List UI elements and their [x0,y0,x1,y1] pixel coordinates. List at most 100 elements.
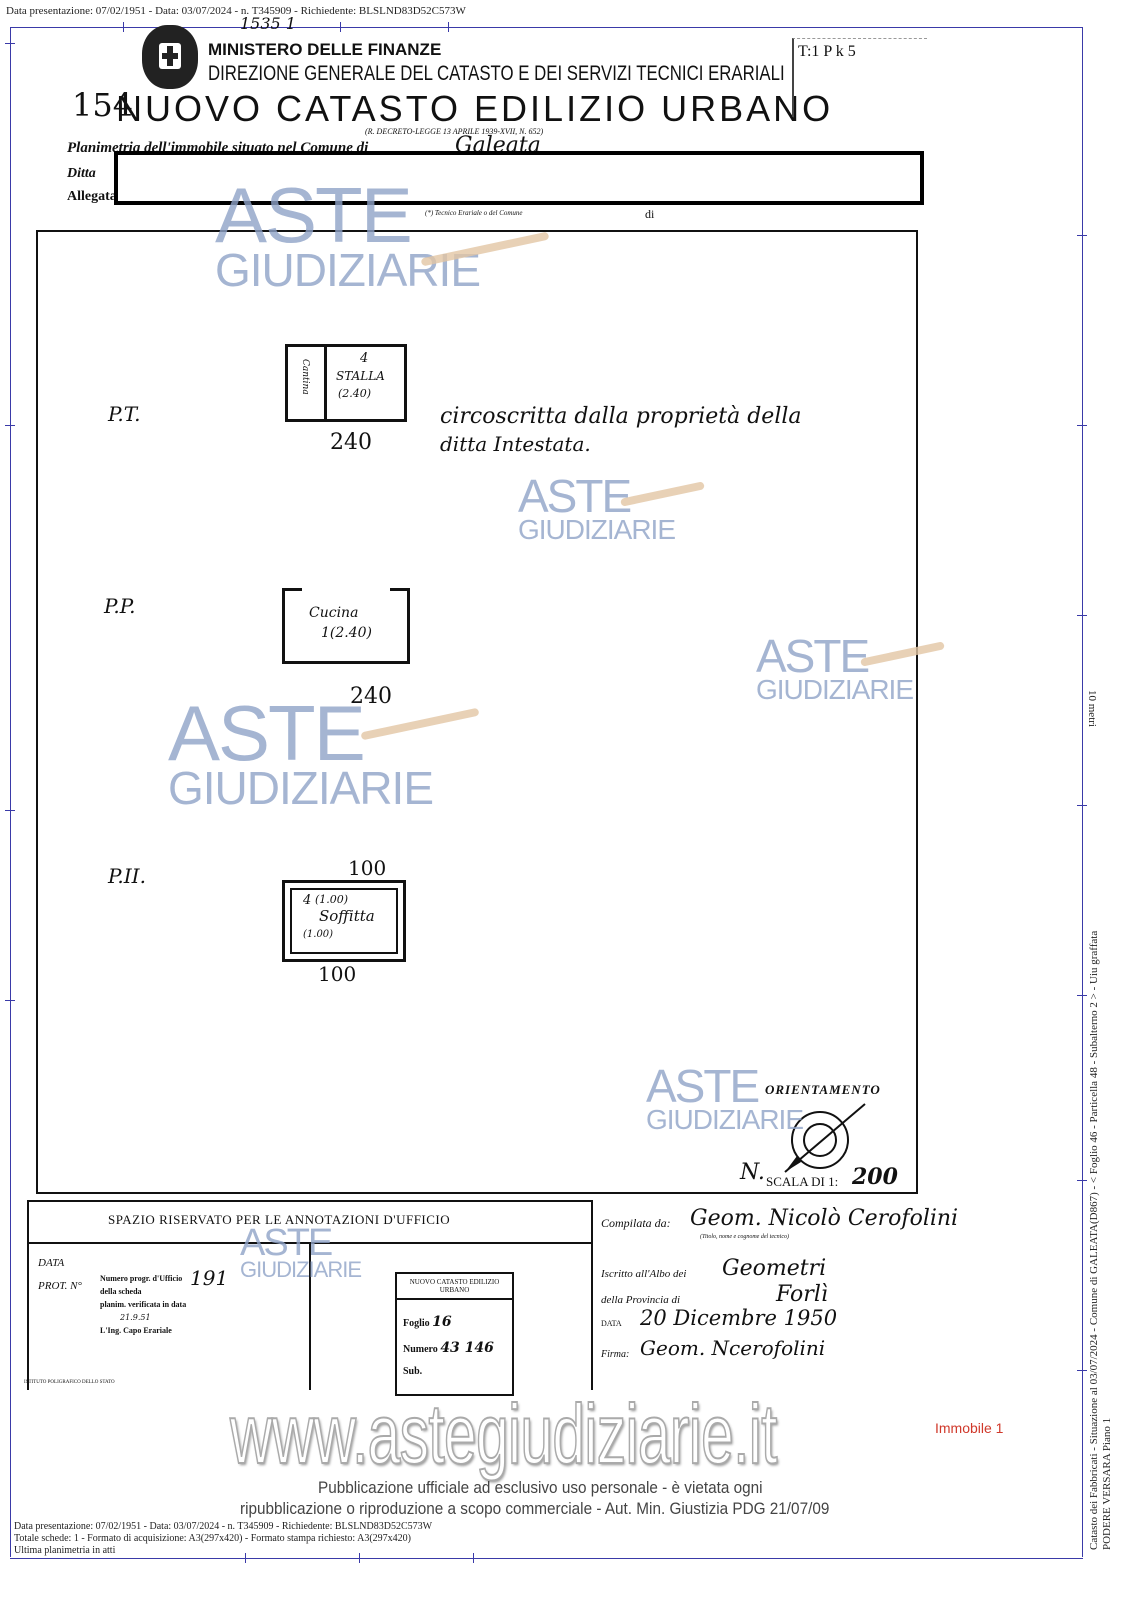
office-stamp: Numero progr. d'Ufficio della scheda pla… [100,1272,300,1337]
notice-line1: Pubblicazione ufficiale ad esclusivo uso… [318,1478,763,1497]
numero-label: Numero [403,1344,438,1355]
frame-tick [5,43,15,44]
note-line2: ditta Intestata. [440,432,591,456]
dim-pp: 240 [350,684,392,709]
box-header: NUOVO CATASTO EDILIZIO URBANO [397,1274,512,1300]
room-height: (1.00) [303,929,334,940]
room-height: 1(2.40) [321,625,373,641]
stamp-box: T:1 P k 5 [792,38,927,117]
floor-label-pp: P.P. [104,594,136,618]
frame-bottom-line [10,1558,1083,1559]
data-label: DATA [601,1319,622,1328]
frame-top-line [10,27,1083,28]
room-cantina: Cantina [300,359,310,395]
frame-tick [1077,805,1087,806]
notice-line2: ripubblicazione o riproduzione a scopo c… [240,1499,830,1518]
compilata-note: (Titolo, nome e cognome del tecnico) [700,1234,789,1240]
floor-label-p2: P.II. [108,864,146,888]
frame-tick [5,810,15,811]
frame-tick [5,425,15,426]
frame-tick [359,1553,360,1563]
room-pp: Cucina 1(2.40) [282,588,410,664]
cadastre-stamp-box: NUOVO CATASTO EDILIZIO URBANO Foglio 16 … [395,1272,514,1396]
firma-value: Geom. Ncerofolini [640,1336,826,1360]
foglio-label: Foglio [403,1318,430,1329]
frame-tick [448,22,449,32]
stamp-line: L'Ing. Capo Erariale [100,1326,172,1335]
foglio-value: 16 [432,1314,452,1330]
room-cucina: Cucina [309,605,359,621]
field-allegata: Allegata [67,189,117,204]
handwritten-number: 1535 1 [240,14,296,33]
data-value: 20 Dicembre 1950 [640,1306,838,1330]
stamp-line: Numero progr. d'Ufficio [100,1274,183,1283]
provincia-value: Forlì [776,1282,828,1307]
room-stalla: Stalla [336,369,385,383]
albo-label: Iscritto all'Albo dei [601,1268,687,1280]
room-soffitta: Soffitta [319,907,375,925]
di-label: di [645,207,655,221]
office-data: DATA [38,1257,65,1269]
scale-marker: 10 metri [1086,690,1098,727]
field-ditta: Ditta [67,166,96,181]
side-text-1: Catasto dei Fabbricati - Situazione al 0… [1088,930,1100,1550]
watermark-site: www.astegiudiziarie.it [229,1387,778,1481]
frame-tick [123,22,124,32]
frame-right-line [1082,27,1083,1557]
meta-bottom-2: Totale schede: 1 - Formato di acquisizio… [14,1533,411,1544]
room-height: (2.40) [338,387,372,400]
plan-frame [36,230,918,1194]
office-prot: PROT. N° [38,1280,82,1292]
side-text-2: PODERE VERSARA Piano 1 [1101,1417,1113,1550]
immobile-label: Immobile 1 [935,1420,1004,1436]
office-box [27,1200,593,1390]
stamp-line: planim. verificata in data [100,1300,187,1309]
ministry-title: MINISTERO DELLE FINANZE [208,40,442,59]
provincia-label: della Provincia di [601,1294,681,1306]
scale-label: SCALA DI 1: [766,1174,839,1189]
dim-p2-bottom: 100 [318,962,357,986]
compilata-value: Geom. Nicolò Cerofolini [690,1206,959,1231]
frame-tick [1077,1370,1087,1371]
meta-top: Data presentazione: 07/02/1951 - Data: 0… [6,5,466,17]
stamp-text: T:1 P k 5 [798,43,856,60]
frame-tick [245,1553,246,1563]
albo-value: Geometri [722,1256,827,1281]
room-number: 4 [303,893,312,908]
frame-tick [1077,235,1087,236]
dim-pt: 240 [330,430,372,455]
orientation-label: ORIENTAMENTO [765,1082,881,1097]
footnote: (*) Tecnico Erariale o del Comune [425,209,523,217]
main-title: NUOVO CATASTO EDILIZIO URBANO [116,88,834,129]
note-line1: circoscritta dalla proprietà della [440,404,802,429]
room-pt: Cantina 4 Stalla (2.40) [285,344,407,422]
frame-tick [1077,615,1087,616]
stamp-line: 21.9.51 [120,1313,151,1322]
north-label: N. [740,1160,765,1185]
meta-bottom-1: Data presentazione: 07/02/1951 - Data: 0… [14,1521,433,1532]
decree: (R. DECRETO-LEGGE 13 APRILE 1939-XVII, N… [365,127,544,136]
frame-tick [5,1000,15,1001]
printer: ISTITUTO POLIGRAFICO DELLO STATO [24,1380,115,1385]
stamp-number: 191 [190,1266,229,1290]
frame-tick [340,22,341,32]
stamp-line: della scheda [100,1287,142,1296]
frame-tick [1077,1180,1087,1181]
scale-value: 200 [852,1164,898,1190]
numero-value: 43 146 [440,1340,494,1356]
frame-tick [1077,995,1087,996]
firma-label: Firma: [601,1349,630,1360]
sub-label: Sub. [403,1366,423,1377]
office-title: SPAZIO RISERVATO PER LE ANNOTAZIONI D'UF… [108,1212,451,1227]
dim-p2-top: 100 [348,856,387,880]
meta-bottom-3: Ultima planimetria in atti [14,1545,116,1556]
room-number: 4 [360,351,369,366]
frame-tick [473,1553,474,1563]
